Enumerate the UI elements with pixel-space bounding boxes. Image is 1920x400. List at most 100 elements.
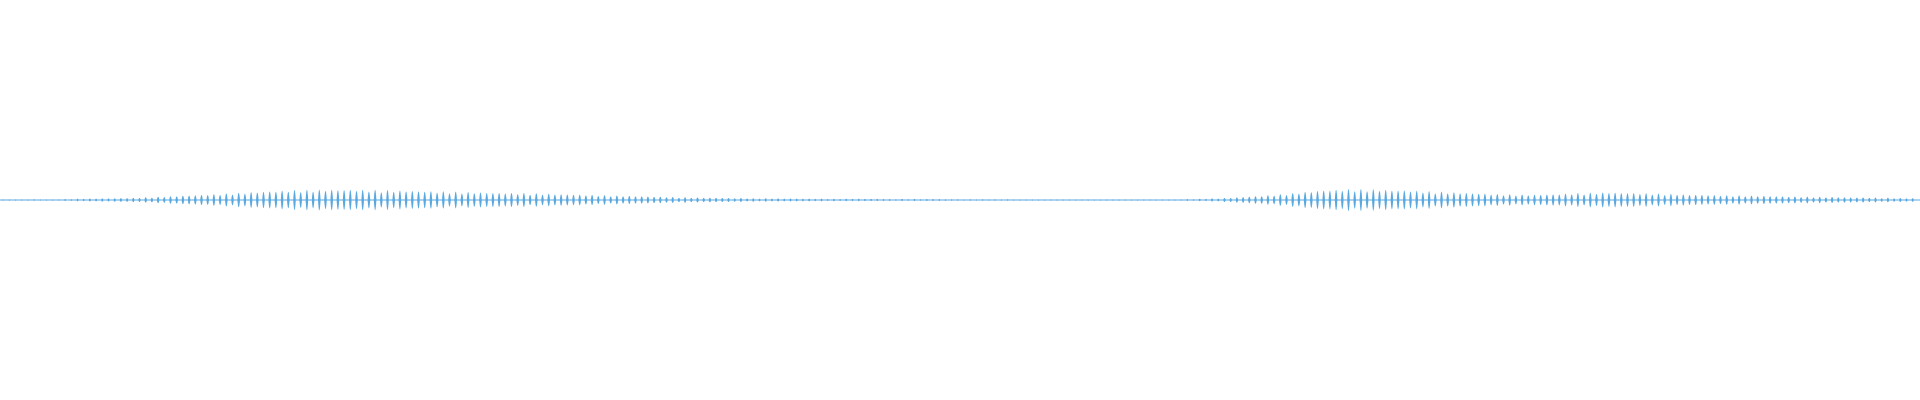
- waveform-bar: [473, 193, 476, 207]
- waveform-bar: [144, 197, 147, 203]
- waveform-bar: [280, 190, 284, 210]
- waveform-bar: [1179, 199, 1183, 201]
- waveform-bar: [342, 190, 346, 210]
- waveform-bar: [1756, 196, 1759, 204]
- waveform-bar: [1446, 193, 1449, 207]
- waveform-bar: [931, 199, 935, 201]
- waveform-bar: [1396, 190, 1400, 210]
- waveform-bar: [274, 191, 278, 209]
- waveform-bar: [460, 193, 464, 207]
- waveform-bar: [1359, 189, 1363, 211]
- waveform-bar: [913, 198, 916, 202]
- waveform-bar: [1465, 193, 1468, 207]
- waveform-bar: [1068, 199, 1071, 201]
- waveform-bar: [101, 198, 104, 202]
- waveform-bar: [45, 199, 48, 201]
- waveform-bar: [1117, 199, 1121, 201]
- waveform-bar: [690, 197, 693, 203]
- waveform-bar: [584, 195, 588, 205]
- waveform-bar: [826, 199, 829, 201]
- waveform-bar: [1824, 197, 1828, 203]
- waveform-bar: [801, 198, 805, 202]
- waveform-bar: [702, 197, 705, 203]
- waveform-bar: [1223, 197, 1226, 203]
- waveform-bar: [194, 195, 197, 205]
- waveform-bar: [1427, 191, 1431, 209]
- waveform-bar: [1291, 192, 1294, 208]
- waveform-bar: [1570, 194, 1573, 206]
- waveform-bar: [200, 194, 203, 206]
- waveform-bar: [479, 192, 482, 208]
- waveform-bar: [838, 199, 842, 201]
- waveform-bar: [268, 191, 271, 209]
- waveform-bar: [1471, 193, 1474, 207]
- waveform-bar: [76, 198, 79, 202]
- waveform-bar: [1241, 197, 1245, 203]
- waveform-bar: [1744, 196, 1747, 204]
- waveform-bar: [640, 196, 643, 204]
- waveform-bar: [1272, 195, 1276, 205]
- waveform-bar: [1830, 197, 1834, 203]
- waveform-bar: [1483, 193, 1487, 207]
- waveform-bar: [206, 195, 209, 205]
- waveform-bar: [1880, 198, 1883, 202]
- waveform-bar: [1086, 199, 1090, 201]
- waveform-bar: [1105, 199, 1108, 201]
- waveform-bar: [1049, 199, 1053, 201]
- waveform-bar: [113, 198, 116, 202]
- waveform-bar: [1861, 197, 1865, 203]
- waveform-bar: [869, 198, 873, 202]
- waveform-bar: [1254, 196, 1257, 204]
- waveform-bar: [1062, 199, 1065, 201]
- waveform-bar: [1111, 199, 1115, 201]
- waveform-bar: [1006, 199, 1009, 201]
- waveform-bar: [944, 199, 947, 201]
- waveform-bar: [1675, 195, 1679, 205]
- waveform-bar: [231, 194, 234, 206]
- waveform-bar: [522, 192, 526, 208]
- waveform-bar: [1489, 194, 1493, 206]
- waveform-bar: [1341, 190, 1344, 210]
- waveform-bar: [8, 199, 11, 201]
- waveform-bar: [969, 199, 972, 201]
- waveform-bar: [1694, 194, 1697, 206]
- waveform-bar: [423, 191, 426, 209]
- waveform-bar: [1142, 199, 1146, 201]
- waveform-bar: [807, 198, 811, 202]
- waveform-bar: [677, 197, 681, 203]
- waveform-bar: [1229, 197, 1232, 203]
- waveform-bar: [1055, 199, 1059, 201]
- waveform-bar: [82, 198, 85, 202]
- waveform-bar: [553, 194, 557, 206]
- waveform-bar: [1390, 190, 1394, 210]
- waveform-bar: [1, 199, 5, 201]
- waveform-bar: [181, 195, 185, 205]
- waveform-bar: [1799, 197, 1803, 203]
- waveform-bar: [1093, 199, 1096, 201]
- waveform-bar: [1186, 199, 1189, 201]
- waveform-bar: [962, 199, 966, 201]
- waveform-bar: [1248, 196, 1251, 204]
- waveform-bar: [1260, 196, 1263, 204]
- waveform-bar: [324, 190, 327, 210]
- waveform-bar: [1626, 193, 1629, 207]
- waveform-bar: [1533, 194, 1536, 206]
- waveform-bar: [1161, 199, 1164, 201]
- waveform-bar: [541, 194, 544, 206]
- waveform-bar: [671, 197, 674, 203]
- waveform-bar: [845, 198, 848, 202]
- waveform-bar: [745, 198, 749, 202]
- waveform-bar: [981, 199, 984, 201]
- waveform-bar: [1632, 193, 1635, 207]
- waveform-bar: [380, 192, 383, 208]
- waveform-bar: [1167, 199, 1170, 201]
- waveform-bar: [900, 198, 904, 202]
- waveform-bar: [516, 194, 519, 206]
- waveform-bar: [1508, 194, 1511, 206]
- waveform-bar: [1409, 191, 1412, 209]
- waveform-bar: [1384, 189, 1387, 211]
- waveform-bar: [1173, 199, 1177, 201]
- waveform-bar: [150, 197, 154, 203]
